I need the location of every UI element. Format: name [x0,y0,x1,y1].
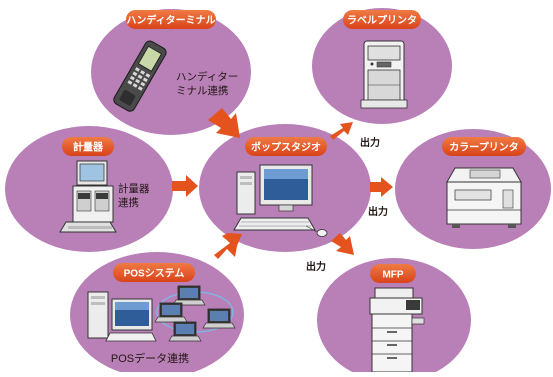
caption-handy-line1: ハンディター [176,70,238,83]
pos-laptop-2 [154,302,188,323]
caption-handy-line2: ミナル連携 [176,84,229,97]
weighing-scale-icon [59,160,117,233]
arrow-pos-to-studio [214,233,242,259]
caption-scale-line1: 計量器 [118,182,150,195]
title-label-printer-text: ラベルプリンタ [347,14,417,27]
title-pos-text: POSシステム [124,268,185,280]
title-studio-text: ポップスタジオ [251,141,321,154]
title-pill-handy: ハンディターミナル [126,10,216,29]
caption-pos: POSデータ連携 [111,351,189,365]
handheld-terminal-icon [113,40,167,112]
caption-scale-line2: 連携 [118,196,139,209]
arrow-studio-to-mfp [331,233,354,255]
title-pill-scale: 計量器 [62,137,114,156]
title-pill-studio: ポップスタジオ [245,137,327,156]
arrow-studio-to-label [330,122,353,140]
title-mfp-text: MFP [382,270,403,281]
pos-laptop-1 [172,285,206,306]
color-printer-icon [446,167,522,228]
output-label-to-color-printer: 出力 [368,205,388,218]
title-pill-label-printer: ラベルプリンタ [343,10,421,29]
arrow-scale-to-studio [172,175,198,197]
pos-network-icon [87,285,236,342]
arrow-handy-to-studio [208,108,240,138]
title-scale-text: 計量器 [73,141,104,154]
mfp-copier-icon [369,287,425,373]
pos-laptop-4 [168,321,202,342]
pos-laptop-3 [202,308,236,329]
title-handy-text: ハンディターミナル [126,14,215,27]
title-pill-pos: POSシステム [113,263,195,282]
output-label-to-label-printer: 出力 [360,136,380,149]
title-pill-color-printer: カラープリンタ [442,137,526,156]
arrow-studio-to-color [370,177,393,197]
title-color-printer-text: カラープリンタ [449,141,518,154]
title-pill-mfp: MFP [370,264,416,283]
output-label-to-mfp: 出力 [306,260,326,273]
label-printer-icon [360,40,408,109]
desktop-pc-icon [233,164,328,237]
